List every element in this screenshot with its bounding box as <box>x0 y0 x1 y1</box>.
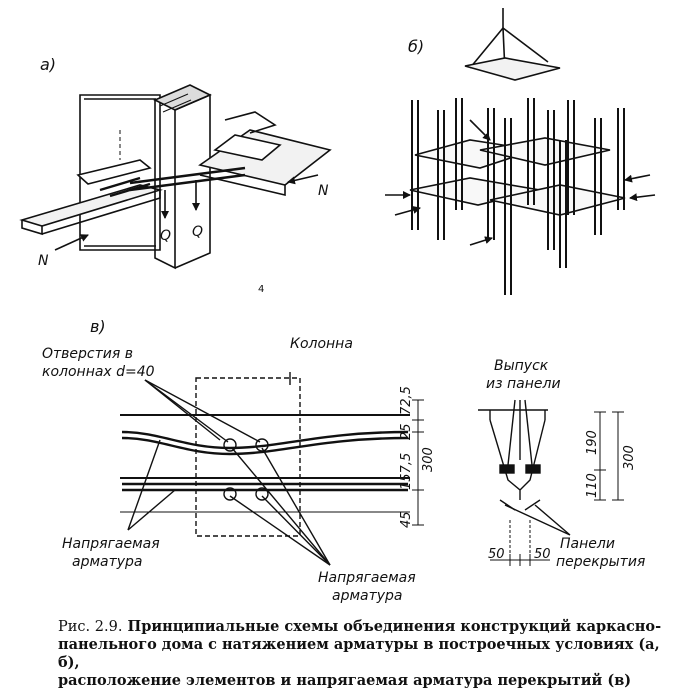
caption-text-1: Принципиальные схемы объединения констру… <box>127 618 662 635</box>
outlet-label-line1: Выпуск <box>494 358 549 374</box>
tendon-left-line1: Напрягаемая <box>62 536 160 552</box>
panel-c-label: в) <box>90 317 106 336</box>
dim-157-5: 157,5 <box>399 453 414 490</box>
tendon-right-line1: Напрягаемая <box>318 570 416 586</box>
holes-label-line1: Отверстия в <box>42 346 133 362</box>
dim-total-300: 300 <box>421 447 436 472</box>
panels-label-line2: перекрытия <box>556 554 645 570</box>
panel-a-label: а) <box>40 55 56 74</box>
stray-mark: 4 <box>258 284 264 295</box>
panel-c-section <box>478 399 624 566</box>
force-n-right: N <box>318 183 329 199</box>
holes-label-line2: колоннах d=40 <box>42 364 155 380</box>
dim-50-right: 50 <box>534 547 551 562</box>
column-label: Колонна <box>290 336 353 352</box>
force-q-left: Q <box>160 228 171 244</box>
caption-line-2: панельного дома с натяжением арматуры в … <box>58 636 660 671</box>
caption-lead: Рис. 2.9. <box>58 619 123 635</box>
dim-45: 45 <box>399 511 414 528</box>
dim-50-left: 50 <box>488 547 505 562</box>
dim-25: 25 <box>399 423 414 440</box>
panel-b-label: б) <box>408 37 424 56</box>
tendon-left-line2: арматура <box>72 554 143 570</box>
force-n-left: N <box>38 253 49 269</box>
panel-c-plan <box>120 372 424 566</box>
panel-a-drawing <box>19 84 332 270</box>
dim-190: 190 <box>585 430 600 455</box>
panels-label-line1: Панели <box>560 536 615 552</box>
figure-caption: Рис. 2.9. Принципиальные схемы объединен… <box>58 618 668 690</box>
outlet-label-line2: из панели <box>486 376 561 392</box>
caption-line-3: расположение элементов и напрягаемая арм… <box>58 672 632 689</box>
caption-line-1: Рис. 2.9. Принципиальные схемы объединен… <box>58 618 668 636</box>
dim-300-right: 300 <box>622 445 637 470</box>
dim-110: 110 <box>585 473 600 498</box>
panel-b-drawing <box>385 8 656 295</box>
tendon-right-line2: арматура <box>332 588 403 604</box>
dim-72-5: 72,5 <box>399 386 414 415</box>
force-q-right: Q <box>192 224 203 240</box>
